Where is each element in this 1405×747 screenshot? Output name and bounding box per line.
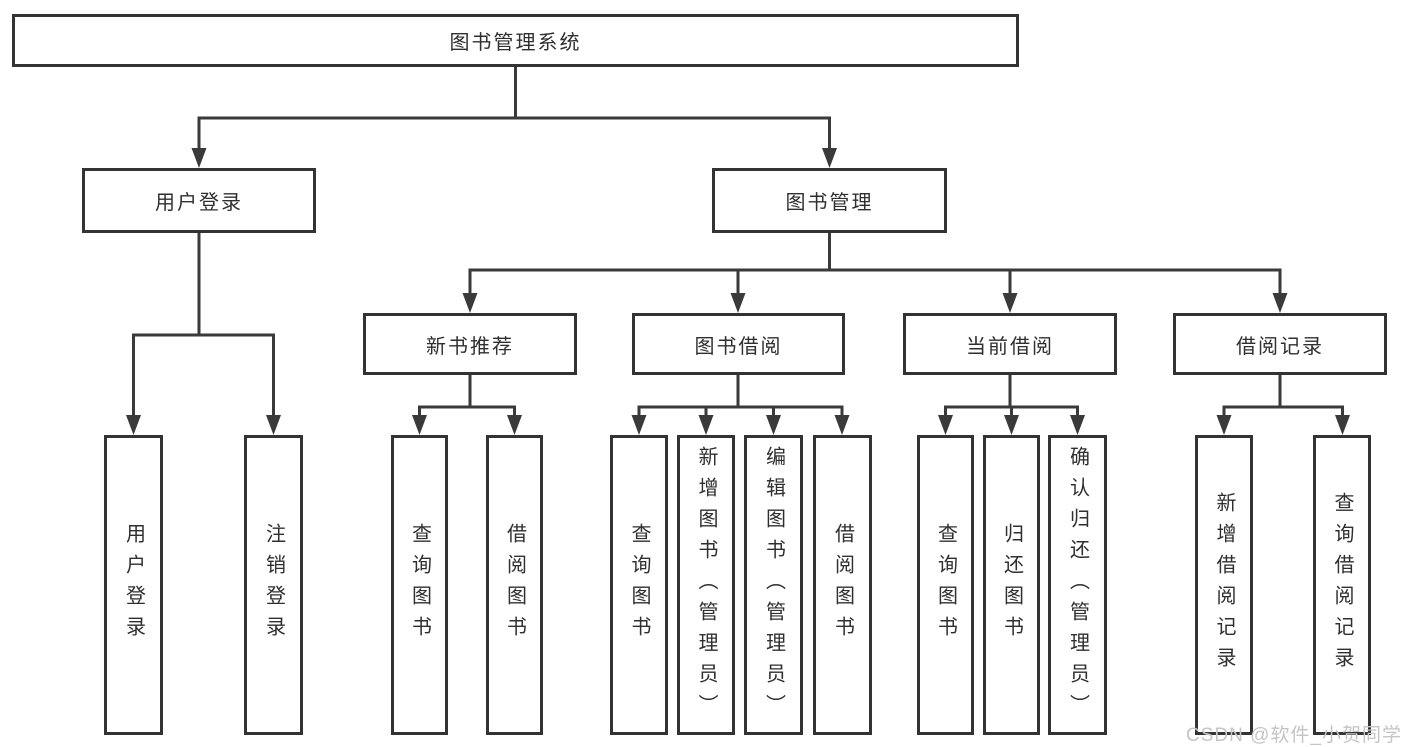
node-borrow-records-label: 借阅记录 [1236,335,1324,358]
leaf-edit-book-admin-label: 编辑图书（管理员） [762,445,785,725]
node-new-book-recommend-label: 新书推荐 [426,335,514,358]
leaf-borrow-query-book-label: 查询图书 [628,523,650,647]
leaf-add-book-admin-label: 新增图书（管理员） [695,445,717,725]
leaf-query-borrow-record: 查询借阅记录 [1313,435,1371,735]
leaf-query-borrow-record-label: 查询借阅记录 [1331,492,1353,678]
node-book-borrow-label: 图书借阅 [694,335,783,358]
node-current-borrow-label: 当前借阅 [966,335,1054,358]
node-user-login-label: 用户登录 [155,192,243,214]
leaf-return-book-label: 归还图书 [1000,523,1023,647]
leaf-add-book-admin: 新增图书（管理员） [677,435,735,735]
leaf-confirm-return-admin: 确认归还（管理员） [1048,435,1107,735]
node-root: 图书管理系统 [12,14,1019,67]
leaf-recommend-borrow-book: 借阅图书 [486,435,543,735]
leaf-borrow-query-book: 查询图书 [610,435,668,735]
node-book-borrow: 图书借阅 [632,313,845,375]
leaf-logout: 注销登录 [244,435,303,735]
leaf-current-query-book: 查询图书 [917,435,974,735]
leaf-user-login: 用户登录 [104,435,163,735]
leaf-confirm-return-admin-label: 确认归还（管理员） [1066,445,1089,725]
node-current-borrow: 当前借阅 [903,313,1117,375]
leaf-return-book: 归还图书 [983,435,1040,735]
node-borrow-records: 借阅记录 [1173,313,1387,375]
leaf-recommend-query-book: 查询图书 [391,435,448,735]
leaf-user-login-label: 用户登录 [122,523,145,647]
leaf-edit-book-admin: 编辑图书（管理员） [744,435,803,735]
node-book-mgmt: 图书管理 [712,168,947,233]
leaf-current-query-book-label: 查询图书 [934,523,957,647]
node-root-label: 图书管理系统 [449,32,582,54]
leaf-borrow-book: 借阅图书 [813,435,872,735]
leaf-recommend-query-book-label: 查询图书 [408,523,431,647]
tree-edges [132,67,1344,417]
node-book-mgmt-label: 图书管理 [785,192,874,214]
node-user-login: 用户登录 [82,168,316,233]
leaf-logout-label: 注销登录 [262,523,285,647]
csdn-watermark: CSDN @软件_小贺同学 [1186,725,1402,746]
leaf-recommend-borrow-book-label: 借阅图书 [503,523,526,647]
leaf-add-borrow-record-label: 新增借阅记录 [1213,492,1235,678]
leaf-add-borrow-record: 新增借阅记录 [1195,435,1253,735]
node-new-book-recommend: 新书推荐 [363,313,577,375]
leaf-borrow-book-label: 借阅图书 [831,523,854,647]
